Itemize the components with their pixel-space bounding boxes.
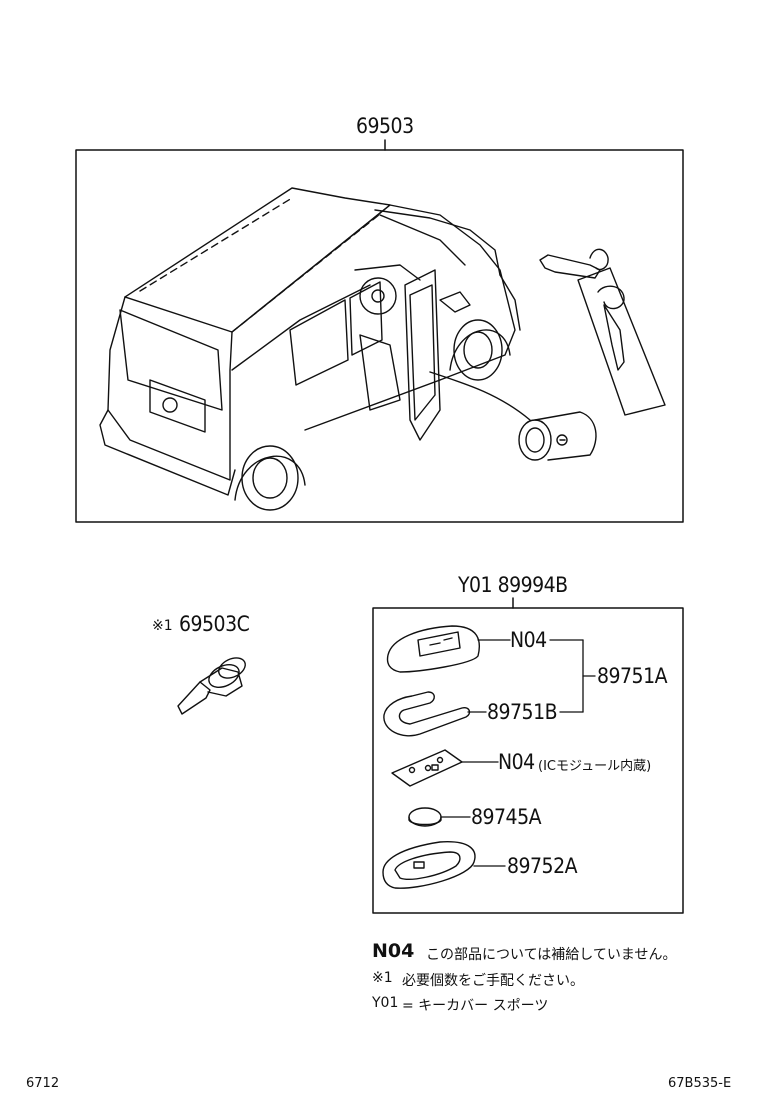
part-number-assembly: 69503 — [356, 114, 414, 138]
circuit-board-note: (ICモジュール内蔵) — [538, 759, 652, 774]
part-number-case-pair: 89751A — [597, 664, 668, 688]
note-code-n04: N04 — [372, 940, 415, 962]
cover-frame-illustration — [383, 691, 471, 737]
note-text-y01: = キーカバー スポーツ — [402, 998, 549, 1014]
car-illustration — [99, 187, 521, 511]
note-text-n04: この部品については補給していません。 — [426, 947, 677, 963]
key-cover-illustration — [386, 625, 480, 673]
note-text-mark1: 必要個数をご手配ください。 — [402, 973, 584, 989]
assembly-frame — [75, 149, 684, 523]
part-number-battery: 89745A — [471, 805, 542, 829]
part-number-circuit-board: N04 — [498, 750, 535, 774]
footer-reference: 67B535-E — [668, 1076, 732, 1091]
key-blank-illustration — [177, 657, 246, 715]
part-number-cover-upper: N04 — [510, 628, 547, 652]
door-lock-cylinder — [429, 371, 597, 461]
key-blank-mark: ※1 — [152, 618, 173, 634]
key-card-set — [539, 248, 666, 416]
smart-key-frame — [372, 607, 684, 914]
footer-page-number: 6712 — [26, 1076, 60, 1091]
part-number-key-blank: 69503C — [179, 612, 250, 636]
part-number-smart-key-kit: Y01 89994B — [458, 573, 568, 597]
circuit-board-illustration — [391, 749, 463, 787]
note-code-mark1: ※1 — [372, 970, 393, 986]
battery-illustration — [408, 807, 442, 827]
part-number-cover-frame: 89751B — [487, 700, 558, 724]
bottom-case-illustration — [382, 841, 476, 889]
part-number-bottom-case: 89752A — [507, 854, 578, 878]
note-code-y01: Y01 — [372, 995, 399, 1011]
